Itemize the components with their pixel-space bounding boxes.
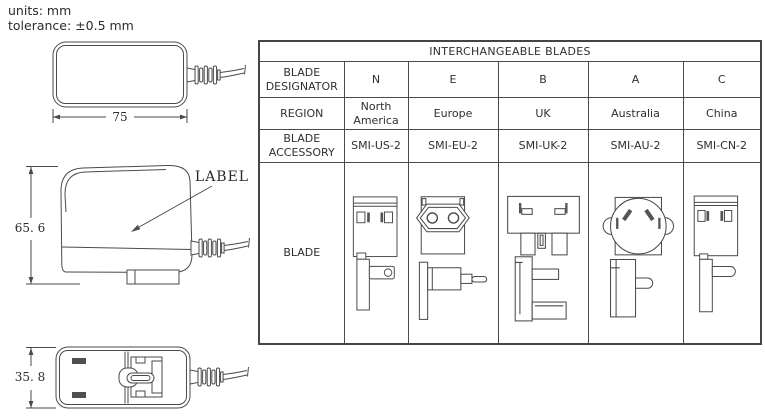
us-blade-icon <box>352 196 397 311</box>
region-australia: Australia <box>587 97 684 130</box>
accessory-row: BLADE ACCESSORY SMI-US-2 SMI-EU-2 SMI-UK… <box>258 129 762 163</box>
accessory-us: SMI-US-2 <box>343 129 409 163</box>
top-view-width-dimension: 75 <box>112 110 127 124</box>
accessory-row-header: BLADE ACCESSORY <box>258 129 345 163</box>
blades-table: INTERCHANGEABLE BLADES BLADE DESIGNATOR … <box>258 40 762 345</box>
drawing-notes: units: mm tolerance: ±0.5 mm <box>8 3 134 34</box>
cn-blade-icon <box>693 195 738 313</box>
region-row-header: REGION <box>258 97 345 130</box>
accessory-eu: SMI-EU-2 <box>407 129 499 163</box>
designator-row-header: BLADE DESIGNATOR <box>258 61 345 98</box>
accessory-uk: SMI-UK-2 <box>497 129 589 163</box>
blade-row-header: BLADE <box>258 162 345 345</box>
uk-blade-icon <box>506 195 580 322</box>
designator-b: B <box>497 61 589 98</box>
au-blade-icon <box>602 196 674 318</box>
blade-cell-eu <box>407 162 499 345</box>
blade-row: BLADE <box>258 162 762 345</box>
table-title-row: INTERCHANGEABLE BLADES <box>258 40 762 62</box>
region-china: China <box>682 97 762 130</box>
adapter-top-view: 75 <box>52 41 246 124</box>
table-title: INTERCHANGEABLE BLADES <box>258 40 762 62</box>
region-row: REGION North America Europe UK Australia… <box>258 97 762 130</box>
adapter-bottom-view: 35. 8 <box>15 346 249 409</box>
accessory-au: SMI-AU-2 <box>587 129 684 163</box>
designator-c: C <box>682 61 762 98</box>
cable-icon <box>190 237 250 258</box>
blade-cell-uk <box>497 162 589 345</box>
region-uk: UK <box>497 97 589 130</box>
region-europe: Europe <box>407 97 499 130</box>
region-north-america: North America <box>343 97 409 130</box>
cable-icon <box>186 64 246 85</box>
designator-e: E <box>407 61 499 98</box>
eu-blade-icon <box>415 196 487 320</box>
cable-icon <box>189 366 249 387</box>
accessory-cn: SMI-CN-2 <box>682 129 762 163</box>
designator-a: A <box>587 61 684 98</box>
blade-cell-au <box>587 162 684 345</box>
units-note: units: mm <box>8 3 72 18</box>
blade-cell-us <box>343 162 409 345</box>
bottom-view-height-dimension: 35. 8 <box>15 370 46 384</box>
adapter-side-view: LABEL 65. 6 <box>15 164 250 285</box>
designator-n: N <box>343 61 409 98</box>
label-callout: LABEL <box>195 169 249 185</box>
side-view-height-dimension: 65. 6 <box>15 221 46 235</box>
tolerance-note: tolerance: ±0.5 mm <box>8 18 134 34</box>
blade-cell-cn <box>682 162 762 345</box>
designator-row: BLADE DESIGNATOR N E B A C <box>258 61 762 98</box>
